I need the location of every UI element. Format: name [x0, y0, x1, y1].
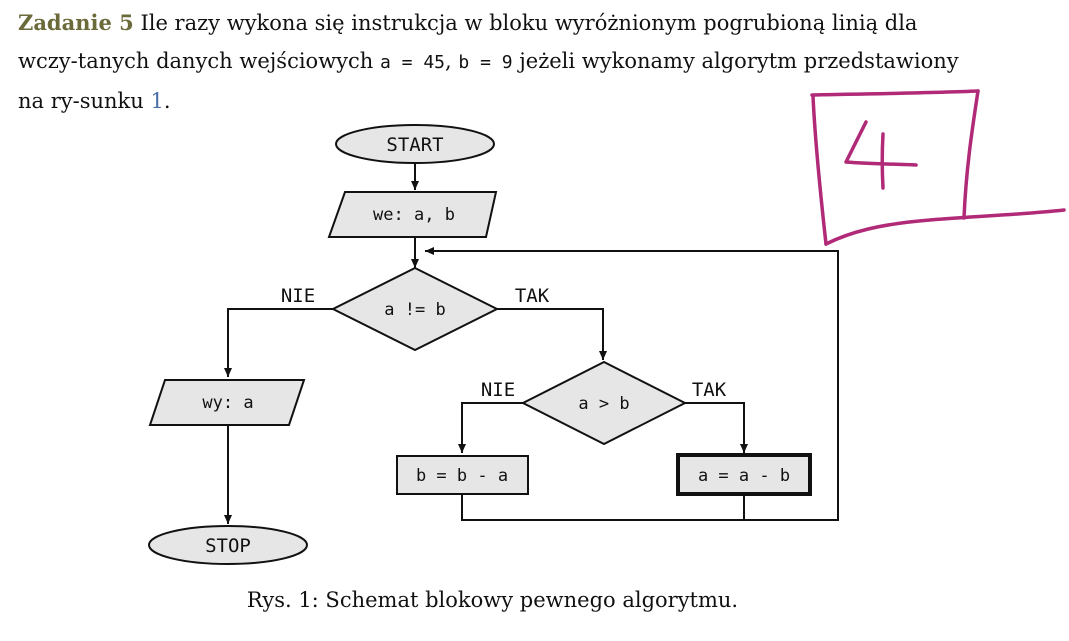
decision-2-no-label: NIE	[481, 379, 515, 401]
input-label: we: a, b	[373, 205, 455, 225]
decision-1-label: a != b	[384, 300, 445, 320]
ink-answer-digit	[844, 120, 918, 190]
start-shape	[335, 124, 495, 164]
input-node: we: a, b	[327, 191, 498, 238]
output-node: wy: a	[148, 379, 306, 426]
figure-reference: 1	[150, 89, 164, 113]
stop-shape	[148, 525, 308, 565]
connector-loop-back	[425, 247, 839, 521]
decision-2-node: a > b	[520, 360, 688, 446]
decision-2-label: a > b	[578, 394, 629, 414]
assign-b-shape	[396, 455, 529, 495]
question-text-part-1: Ile razy wykona się instrukcja w bloku w…	[18, 11, 918, 73]
flow-connectors	[224, 163, 839, 524]
output-shape	[148, 379, 306, 426]
question-text: Zadanie 5 Ile razy wykona się instrukcja…	[18, 4, 978, 120]
ink-digit-stroke-1	[844, 120, 918, 167]
ink-digit-stroke-2	[880, 132, 885, 190]
connector-no-to-assign-b	[458, 402, 523, 453]
ink-bottom-line	[824, 208, 1066, 246]
start-node: START	[335, 124, 495, 164]
question-text-part-2: jeżeli wykonamy algorytm przedstawiony n…	[18, 49, 959, 113]
assign-a-label: a = a - b	[698, 466, 790, 486]
assign-b-node: b = b - a	[396, 455, 529, 495]
input-a-value: a = 45	[380, 52, 446, 73]
connector-yes-to-condition-2	[497, 308, 607, 360]
assign-a-node-highlighted: a = a - b	[676, 453, 812, 496]
stop-label: STOP	[205, 535, 251, 557]
decision-2-shape	[520, 360, 688, 446]
assign-a-shape	[676, 453, 812, 496]
figure-caption: Rys. 1: Schemat blokowy pewnego algorytm…	[246, 588, 739, 612]
output-label: wy: a	[202, 393, 253, 413]
stop-node: STOP	[148, 525, 308, 565]
input-b-value: b = 9	[458, 52, 513, 73]
connector-no-to-output	[224, 308, 333, 377]
decision-1-shape	[330, 266, 500, 352]
ink-top-line	[810, 89, 980, 97]
question-label: Zadanie 5	[18, 10, 134, 35]
connector-yes-to-assign-a	[685, 402, 748, 453]
decision-1-no-label: NIE	[281, 285, 315, 307]
ink-right-line	[962, 89, 980, 220]
decision-2-yes-label: TAK	[692, 379, 727, 401]
ink-left-line	[811, 94, 828, 246]
decision-1-yes-label: TAK	[515, 285, 550, 307]
decision-1-node: a != b	[330, 266, 500, 352]
question-separator: ,	[445, 49, 459, 73]
start-label: START	[386, 134, 443, 156]
assign-b-label: b = b - a	[416, 466, 508, 486]
question-end: .	[163, 89, 171, 113]
handwritten-answer	[810, 89, 1066, 246]
input-shape	[327, 191, 498, 238]
